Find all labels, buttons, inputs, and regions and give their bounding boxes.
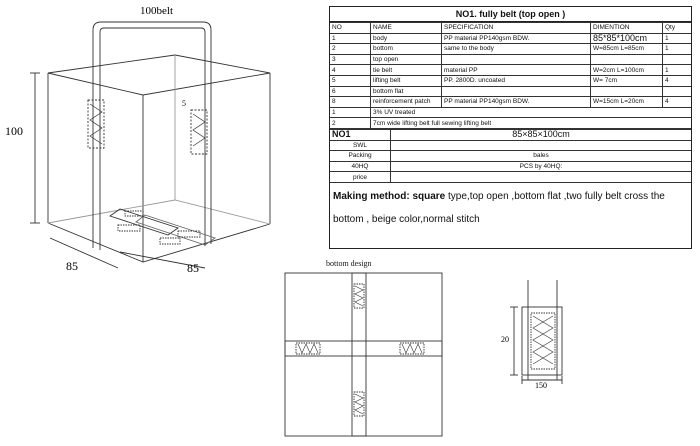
width-label-left: 85 bbox=[66, 259, 78, 273]
row-dim bbox=[590, 53, 663, 66]
patch-detail-drawing: 20 150 bbox=[501, 280, 563, 390]
swl-label: SWL bbox=[330, 139, 391, 152]
header-no: NO bbox=[330, 22, 371, 34]
row-name: body bbox=[370, 32, 442, 45]
table-row: 6 bottom flat bbox=[330, 85, 691, 98]
row-name: bottom flat bbox=[370, 85, 442, 98]
row-no: 3 bbox=[330, 53, 371, 66]
price-value bbox=[390, 171, 691, 183]
summary-row-hq: 40HQ PCS by 40HQ: bbox=[330, 160, 691, 173]
spec-sheet: NO1. fully belt (top open ) NO NAME SPEC… bbox=[329, 6, 692, 249]
row-qty: 4 bbox=[662, 96, 691, 108]
table-row: 1 3% UV treated bbox=[330, 106, 691, 119]
row-name: 7cm wide lifting belt full sewing liftin… bbox=[370, 117, 691, 129]
row-qty bbox=[662, 85, 691, 98]
row-spec bbox=[441, 85, 591, 98]
row-spec: PP material PP140gsm BDW. bbox=[441, 96, 591, 108]
row-spec: material PP bbox=[441, 64, 591, 76]
row-no: 2 bbox=[330, 43, 371, 55]
row-spec: PP material PP140gsm BDW. bbox=[441, 32, 591, 45]
hq-value: PCS by 40HQ: bbox=[390, 160, 691, 173]
row-name: bottom bbox=[370, 43, 442, 55]
header-dim: DIMENTION bbox=[590, 22, 663, 34]
width-label-right: 85 bbox=[187, 261, 199, 275]
row-name: tie belt bbox=[370, 64, 442, 76]
row-spec: PP. 2800D. uncoated bbox=[441, 74, 591, 87]
spec-table: NO NAME SPECIFICATION DIMENTION Qty 1 bo… bbox=[330, 22, 691, 129]
row-no: 8 bbox=[330, 96, 371, 108]
row-name: lifting belt bbox=[370, 74, 442, 87]
header-name: NAME bbox=[370, 22, 442, 34]
height-label: 100 bbox=[5, 124, 23, 138]
making-method-label: Making method: square bbox=[333, 190, 446, 202]
spec-title: NO1. fully belt (top open ) bbox=[330, 7, 691, 22]
bottom-design-drawing bbox=[284, 272, 443, 437]
summary-row-swl: SWL bbox=[330, 139, 691, 152]
making-method: Making method: square type,top open ,bot… bbox=[330, 183, 691, 233]
row-no: 6 bbox=[330, 85, 371, 98]
row-no: 1 bbox=[330, 32, 371, 45]
header-qty: Qty bbox=[662, 22, 691, 34]
summary-row-no1: NO1 85×85×100cm bbox=[330, 128, 691, 141]
row-qty: 4 bbox=[662, 74, 691, 87]
table-row: 3 top open bbox=[330, 53, 691, 66]
row-name: 3% UV treated bbox=[370, 106, 691, 119]
bottom-design-title: bottom design bbox=[326, 259, 372, 268]
table-row: 2 7cm wide lifting belt full sewing lift… bbox=[330, 117, 691, 129]
summary-row-packing: Packing bales bbox=[330, 150, 691, 162]
price-label: price bbox=[330, 171, 391, 183]
belt-label: 5 bbox=[182, 99, 186, 108]
row-name: top open bbox=[370, 53, 442, 66]
row-no: 5 bbox=[330, 74, 371, 87]
swl-value bbox=[390, 139, 691, 152]
row-dim: 85*85*100cm bbox=[590, 32, 663, 45]
summary-table: NO1 85×85×100cm SWL Packing bales 40HQ P… bbox=[330, 128, 691, 183]
no1-value: 85×85×100cm bbox=[390, 128, 691, 141]
top-label: 100belt bbox=[140, 5, 173, 17]
row-qty: 1 bbox=[662, 43, 691, 55]
patch-height-label: 20 bbox=[501, 335, 509, 344]
packing-label: Packing bbox=[330, 150, 391, 162]
row-name: reinforcement patch bbox=[370, 96, 442, 108]
row-qty: 1 bbox=[662, 64, 691, 76]
header-spec: SPECIFICATION bbox=[441, 22, 591, 34]
row-no: 1 bbox=[330, 106, 371, 119]
row-spec bbox=[441, 53, 591, 66]
row-qty bbox=[662, 53, 691, 66]
table-row: 4 tie belt material PP W=2cm L=100cm 1 bbox=[330, 64, 691, 76]
row-dim: W=85cm L=85cm bbox=[590, 43, 663, 55]
row-no: 4 bbox=[330, 64, 371, 76]
row-dim: W=2cm L=100cm bbox=[590, 64, 663, 76]
summary-row-price: price bbox=[330, 171, 691, 183]
packing-value: bales bbox=[390, 150, 691, 162]
row-no: 2 bbox=[330, 117, 371, 129]
table-row: 1 body PP material PP140gsm BDW. 85*85*1… bbox=[330, 32, 691, 45]
bag-3d-drawing: 100belt 100 85 85 5 bbox=[5, 5, 271, 275]
table-row: 5 lifting belt PP. 2800D. uncoated W= 7c… bbox=[330, 74, 691, 87]
row-spec: same to the body bbox=[441, 43, 591, 55]
row-dim: W=15cm L=20cm bbox=[590, 96, 663, 108]
table-row: 8 reinforcement patch PP material PP140g… bbox=[330, 96, 691, 108]
hq-label: 40HQ bbox=[330, 160, 391, 173]
table-row: 2 bottom same to the body W=85cm L=85cm … bbox=[330, 43, 691, 55]
patch-width-label: 150 bbox=[535, 381, 547, 390]
spec-header-row: NO NAME SPECIFICATION DIMENTION Qty bbox=[330, 22, 691, 34]
row-dim bbox=[590, 85, 663, 98]
row-qty: 1 bbox=[662, 32, 691, 45]
no1-label: NO1 bbox=[330, 128, 391, 141]
row-dim: W= 7cm bbox=[590, 74, 663, 87]
making-method-text: type,top open ,bottom flat ,two fully be… bbox=[333, 190, 665, 225]
